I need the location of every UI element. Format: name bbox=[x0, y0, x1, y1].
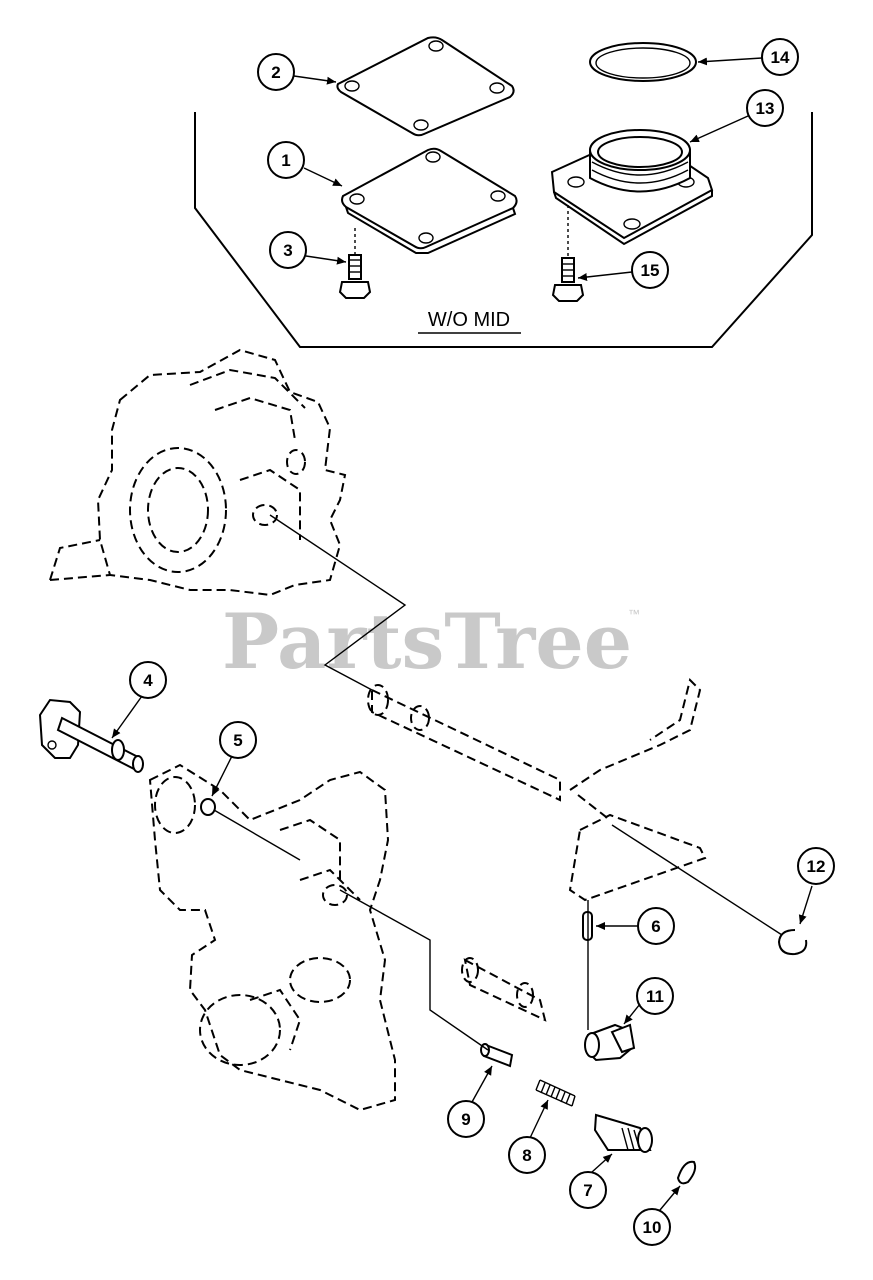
callouts: 1 2 3 4 5 6 7 bbox=[111, 38, 835, 1246]
part-8-spring bbox=[535, 1079, 576, 1107]
transmission-housing-upper-dashed bbox=[49, 348, 347, 597]
callout-5: 5 bbox=[211, 721, 257, 797]
svg-text:14: 14 bbox=[771, 48, 790, 67]
svg-text:7: 7 bbox=[583, 1181, 592, 1200]
svg-text:12: 12 bbox=[807, 857, 826, 876]
svg-text:15: 15 bbox=[641, 261, 660, 280]
svg-text:10: 10 bbox=[643, 1218, 662, 1237]
part-10-seal bbox=[676, 1160, 697, 1185]
inset-label: W/O MID bbox=[418, 309, 521, 334]
callout-1: 1 bbox=[267, 141, 343, 187]
callout-15: 15 bbox=[577, 251, 669, 289]
part-3-bolt bbox=[338, 228, 372, 299]
callout-6: 6 bbox=[596, 907, 675, 945]
callout-12: 12 bbox=[797, 847, 835, 925]
inset-label-text: W/O MID bbox=[428, 309, 510, 331]
callout-8: 8 bbox=[508, 1099, 549, 1174]
shift-shaft-dashed bbox=[367, 678, 707, 1022]
watermark-text: PartsTree bbox=[222, 597, 632, 686]
svg-text:9: 9 bbox=[461, 1110, 470, 1129]
part-4-shift-shaft bbox=[38, 698, 144, 773]
part-2-cover-plate bbox=[336, 36, 515, 137]
part-11-shift-arm bbox=[584, 1023, 636, 1062]
svg-text:8: 8 bbox=[522, 1146, 531, 1165]
part-7-detent-plunger bbox=[593, 1113, 653, 1153]
callout-3: 3 bbox=[269, 231, 347, 269]
callout-2: 2 bbox=[257, 53, 337, 91]
callout-11: 11 bbox=[623, 977, 674, 1025]
svg-text:6: 6 bbox=[651, 917, 660, 936]
part-5-retaining-ring bbox=[200, 798, 216, 816]
part-1-gasket-plate bbox=[341, 147, 518, 254]
part-15-bolt bbox=[551, 205, 585, 302]
callout-4: 4 bbox=[111, 661, 167, 739]
svg-text:11: 11 bbox=[646, 987, 664, 1006]
transmission-housing-lower-dashed bbox=[148, 763, 396, 1112]
watermark-trademark: ™ bbox=[628, 607, 640, 621]
assembly-lines bbox=[213, 514, 783, 1051]
callout-9: 9 bbox=[447, 1065, 493, 1138]
svg-text:1: 1 bbox=[281, 151, 290, 170]
inset-frame bbox=[194, 112, 813, 348]
watermark: PartsTree ™ bbox=[222, 597, 640, 686]
part-14-o-ring bbox=[589, 42, 697, 82]
callout-13: 13 bbox=[689, 89, 784, 143]
svg-text:4: 4 bbox=[143, 671, 153, 690]
svg-text:13: 13 bbox=[756, 99, 775, 118]
svg-text:5: 5 bbox=[233, 731, 242, 750]
part-13-flange-housing bbox=[550, 129, 714, 246]
svg-text:2: 2 bbox=[271, 63, 280, 82]
part-9-dowel-pin bbox=[480, 1043, 514, 1068]
callout-7: 7 bbox=[569, 1153, 613, 1209]
callout-14: 14 bbox=[697, 38, 799, 76]
callout-10: 10 bbox=[633, 1185, 681, 1246]
part-12-snap-ring bbox=[777, 929, 808, 956]
svg-text:3: 3 bbox=[283, 241, 292, 260]
